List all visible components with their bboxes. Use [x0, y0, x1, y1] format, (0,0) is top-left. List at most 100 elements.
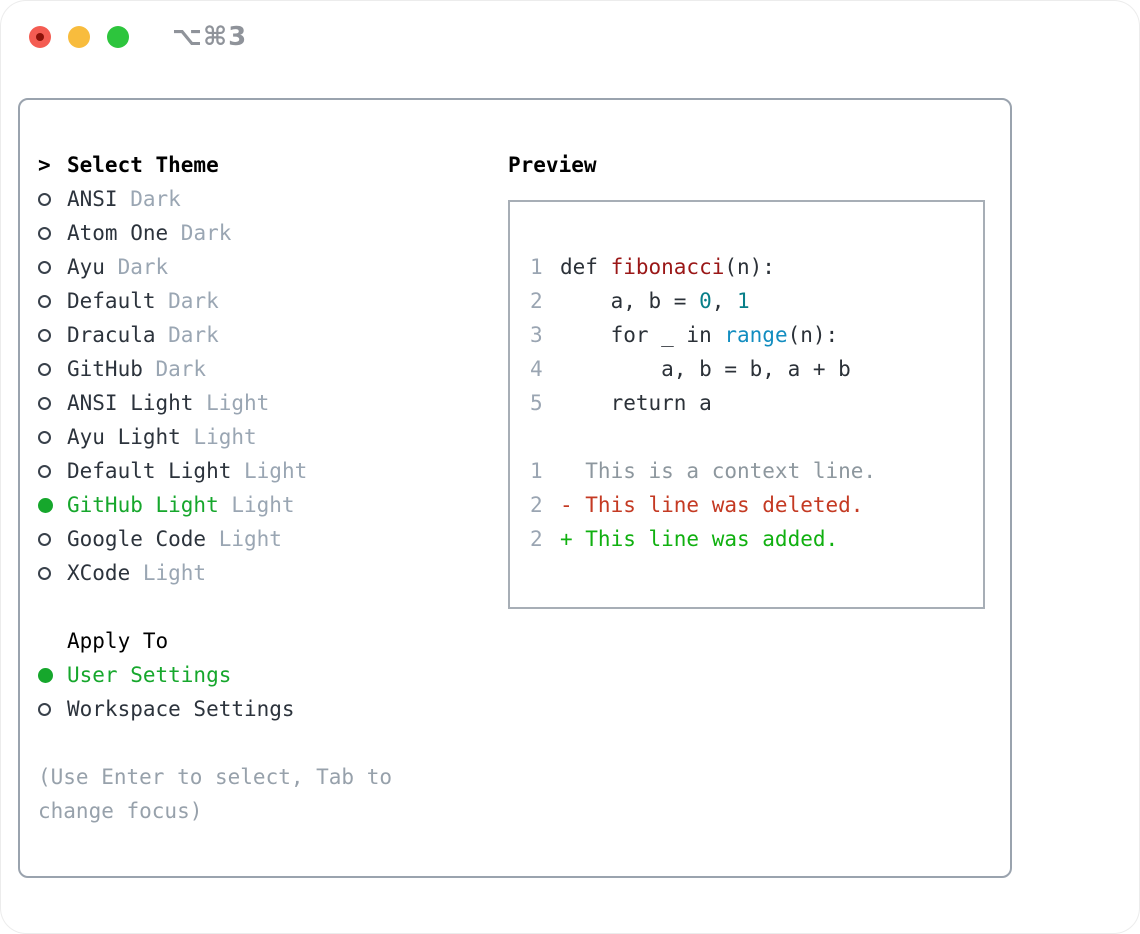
- theme-option-ansi[interactable]: ANSI Dark: [38, 182, 502, 216]
- theme-name: Ayu Light: [67, 425, 181, 449]
- radio-icon: [38, 192, 51, 206]
- marker-cell: [38, 226, 67, 240]
- theme-name: GitHub Light: [67, 493, 219, 517]
- theme-variant-tag: Dark: [180, 221, 232, 245]
- theme-option-atom-one[interactable]: Atom One Dark: [38, 216, 502, 250]
- select-theme-header: Select Theme: [67, 153, 219, 177]
- preview-line: 1 def fibonacci(n):: [530, 250, 975, 284]
- theme-name: Default: [67, 289, 156, 313]
- theme-option-github[interactable]: GitHub Dark: [38, 352, 502, 386]
- preview-box: 1 def fibonacci(n): 2 a, b = 0, 1 3 for _ i…: [508, 200, 985, 609]
- radio-icon: [38, 396, 51, 410]
- apply-option-workspace-settings[interactable]: Workspace Settings: [38, 692, 502, 726]
- window-shortcut-title: ⌥⌘3: [172, 22, 248, 52]
- preview-line: 5 return a: [530, 386, 975, 420]
- preview-line: 1 This is a context line.: [530, 454, 975, 488]
- maximize-button[interactable]: [107, 26, 129, 48]
- theme-option-default[interactable]: Default Dark: [38, 284, 502, 318]
- code-text: return a: [560, 391, 712, 415]
- theme-name: Default Light: [67, 459, 232, 483]
- line-number: 5: [530, 391, 543, 415]
- close-dot-icon: [36, 33, 44, 41]
- radio-selected-icon: [38, 667, 53, 683]
- radio-icon: [38, 328, 51, 342]
- preview-line: 2- This line was deleted.: [530, 488, 975, 522]
- theme-name: Atom One: [67, 221, 169, 245]
- theme-name: ANSI Light: [67, 391, 194, 415]
- theme-variant-tag: Dark: [117, 255, 169, 279]
- apply-to-header-row: Apply To: [38, 624, 502, 658]
- radio-icon: [38, 430, 51, 444]
- theme-name: Ayu: [67, 255, 105, 279]
- radio-icon: [38, 532, 51, 546]
- minimize-button[interactable]: [68, 26, 90, 48]
- theme-name: GitHub: [67, 357, 143, 381]
- theme-name: XCode: [67, 561, 131, 585]
- marker-cell: [38, 396, 67, 410]
- radio-icon: [38, 362, 51, 376]
- code-text: a, b = b, a + b: [560, 357, 851, 381]
- line-number: 1: [530, 459, 543, 483]
- preview-line: [530, 420, 975, 454]
- preview-line: 2 a, b = 0, 1: [530, 284, 975, 318]
- marker-cell: [38, 362, 67, 376]
- radio-icon: [38, 702, 51, 716]
- apply-option-user-settings[interactable]: User Settings: [38, 658, 502, 692]
- theme-variant-tag: Light: [206, 391, 270, 415]
- theme-option-ansi-light[interactable]: ANSI Light Light: [38, 386, 502, 420]
- cursor-arrow-icon: >: [38, 153, 51, 177]
- line-number: 3: [530, 323, 543, 347]
- radio-icon: [38, 226, 51, 240]
- theme-variant-tag: Dark: [155, 357, 207, 381]
- preview-column: Preview 1 def fibonacci(n): 2 a, b = 0, 1 3…: [502, 148, 1010, 609]
- theme-variant-tag: Dark: [168, 289, 219, 313]
- marker-cell: [38, 532, 67, 546]
- theme-name: ANSI: [67, 187, 118, 211]
- marker-cell: [38, 497, 67, 513]
- radio-icon: [38, 566, 51, 580]
- code-text: + This line was added.: [560, 527, 839, 551]
- radio-icon: [38, 464, 51, 478]
- radio-icon: [38, 260, 51, 274]
- theme-variant-tag: Light: [218, 527, 282, 551]
- line-number: 1: [530, 255, 543, 279]
- code-text: def fibonacci(n):: [560, 255, 775, 279]
- theme-name: Google Code: [67, 527, 207, 551]
- marker-cell: [38, 566, 67, 580]
- theme-variant-tag: Light: [231, 493, 295, 517]
- theme-option-google-code[interactable]: Google Code Light: [38, 522, 502, 556]
- code-text: This is a context line.: [560, 459, 877, 483]
- theme-option-ayu[interactable]: Ayu Dark: [38, 250, 502, 284]
- preview-lines: 1 def fibonacci(n): 2 a, b = 0, 1 3 for _ i…: [530, 250, 975, 556]
- code-text: a, b = 0, 1: [560, 289, 750, 313]
- help-text: (Use Enter to select, Tab to change focu…: [38, 765, 393, 823]
- line-number: 2: [530, 527, 543, 551]
- code-text: - This line was deleted.: [560, 493, 864, 517]
- apply-to-header: Apply To: [67, 629, 169, 653]
- preview-header: Preview: [508, 153, 597, 177]
- titlebar: ⌥⌘3: [0, 0, 1140, 74]
- line-number: 2: [530, 289, 543, 313]
- line-number: [530, 420, 560, 454]
- marker-cell: [38, 667, 67, 683]
- radio-selected-icon: [38, 497, 53, 513]
- code-text: for _ in range(n):: [560, 323, 839, 347]
- theme-variant-tag: Dark: [130, 187, 181, 211]
- close-button[interactable]: [29, 26, 51, 48]
- apply-option-label: Workspace Settings: [67, 697, 295, 721]
- theme-option-github-light[interactable]: GitHub Light Light: [38, 488, 502, 522]
- spacer: [38, 726, 502, 760]
- theme-name: Dracula: [67, 323, 156, 347]
- marker-cell: [38, 702, 67, 716]
- preview-line: 4 a, b = b, a + b: [530, 352, 975, 386]
- marker-cell: [38, 328, 67, 342]
